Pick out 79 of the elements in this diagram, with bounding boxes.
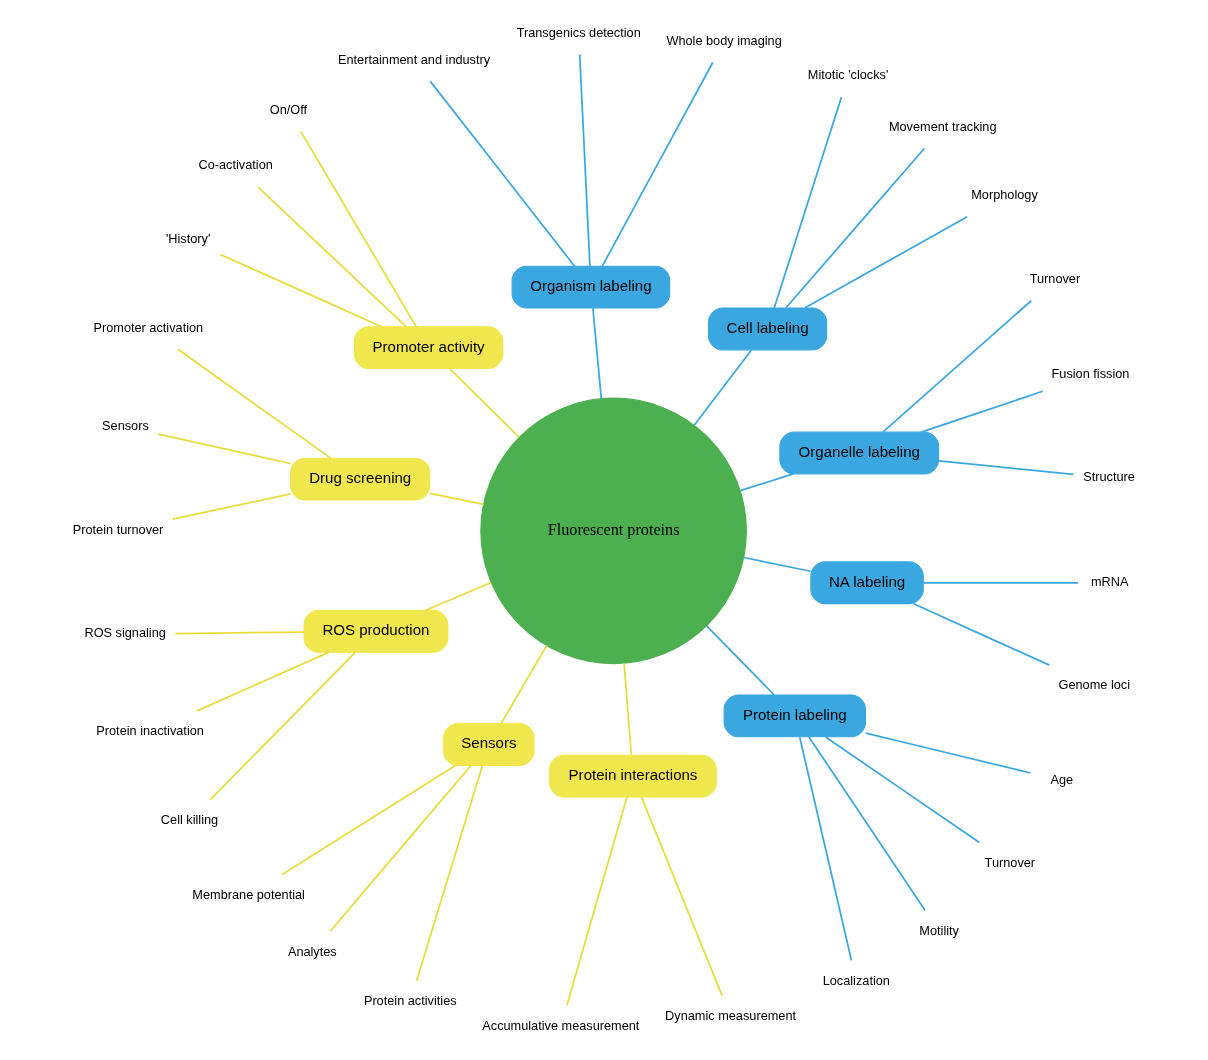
connector [281,764,457,876]
node-text: Entertainment and industry [337,51,491,67]
connector [623,662,633,757]
node-text: Transgenics detection [516,24,641,40]
connector [177,348,332,459]
connector [742,556,812,573]
connector [157,433,292,465]
connector [798,736,853,962]
node-text: Turnover [1029,271,1081,287]
node-box: Drug screening [290,457,431,501]
connector [912,602,1051,666]
connector [640,796,723,997]
connector [693,349,753,427]
node-text: Cell killing [160,811,219,827]
connector [824,736,981,844]
connector [937,460,1075,476]
node-box: ROS production [303,609,449,653]
connector [706,625,775,696]
node-box: Protein labeling [723,694,867,738]
connector [864,732,1032,774]
connector [219,253,383,328]
node-text: Analytes [287,943,337,959]
connector [257,186,407,328]
node-box: Organelle labeling [779,431,940,475]
connector [785,147,926,309]
node-text: 'History' [165,231,211,247]
connector [174,631,305,635]
connector [299,130,417,328]
node-text: Motility [919,922,959,938]
connector [920,390,1044,433]
node-text: Age [1050,771,1074,787]
connector [209,651,357,801]
node-box: NA labeling [810,561,924,605]
node-text: Fusion fission [1051,366,1130,382]
node-text: On/Off [269,101,308,117]
connector [449,367,520,438]
node-text: ROS signaling [84,625,166,641]
node-box: Promoter activity [353,326,504,370]
connector [415,764,484,982]
node-text: Sensors [102,418,149,434]
node-text: Protein activities [363,992,457,1008]
node-box: Sensors [443,723,535,766]
node-text: Promoter activation [93,319,204,335]
connector [882,299,1033,433]
node-text: Membrane potential [192,886,305,902]
connector [429,80,576,268]
node-text: Genome loci [1058,676,1131,692]
connector [429,492,485,506]
connector [578,53,591,267]
connector [171,493,292,520]
connector [804,215,968,309]
node-text: Protein inactivation [96,723,204,739]
node-circle: Fluorescent proteins [480,397,747,665]
node-box: Protein interactions [549,754,717,798]
node-text: Morphology [971,186,1038,202]
connector [196,651,330,712]
node-text: Structure [1083,469,1135,485]
connector [922,581,1080,584]
node-box: Cell labeling [707,307,828,351]
connector [739,473,795,492]
connector [566,796,628,1007]
node-text: Accumulative measurement [482,1017,640,1033]
node-text: Whole body imaging [666,32,782,48]
node-text: Localization [822,972,890,988]
node-text: Protein turnover [72,522,164,538]
node-text: Mitotic 'clocks' [807,67,889,83]
node-text: mRNA [1090,574,1129,590]
node-text: Turnover [984,854,1036,870]
node-box: Organism labeling [511,265,671,309]
connector [424,581,493,612]
connector [808,736,926,911]
node-text: Dynamic measurement [665,1007,797,1023]
connector [329,764,472,933]
connector [592,307,603,400]
node-text: Co-activation [198,157,273,173]
node-text: Movement tracking [888,118,997,134]
connector [500,644,548,725]
connector [773,96,843,309]
connector [601,61,714,268]
